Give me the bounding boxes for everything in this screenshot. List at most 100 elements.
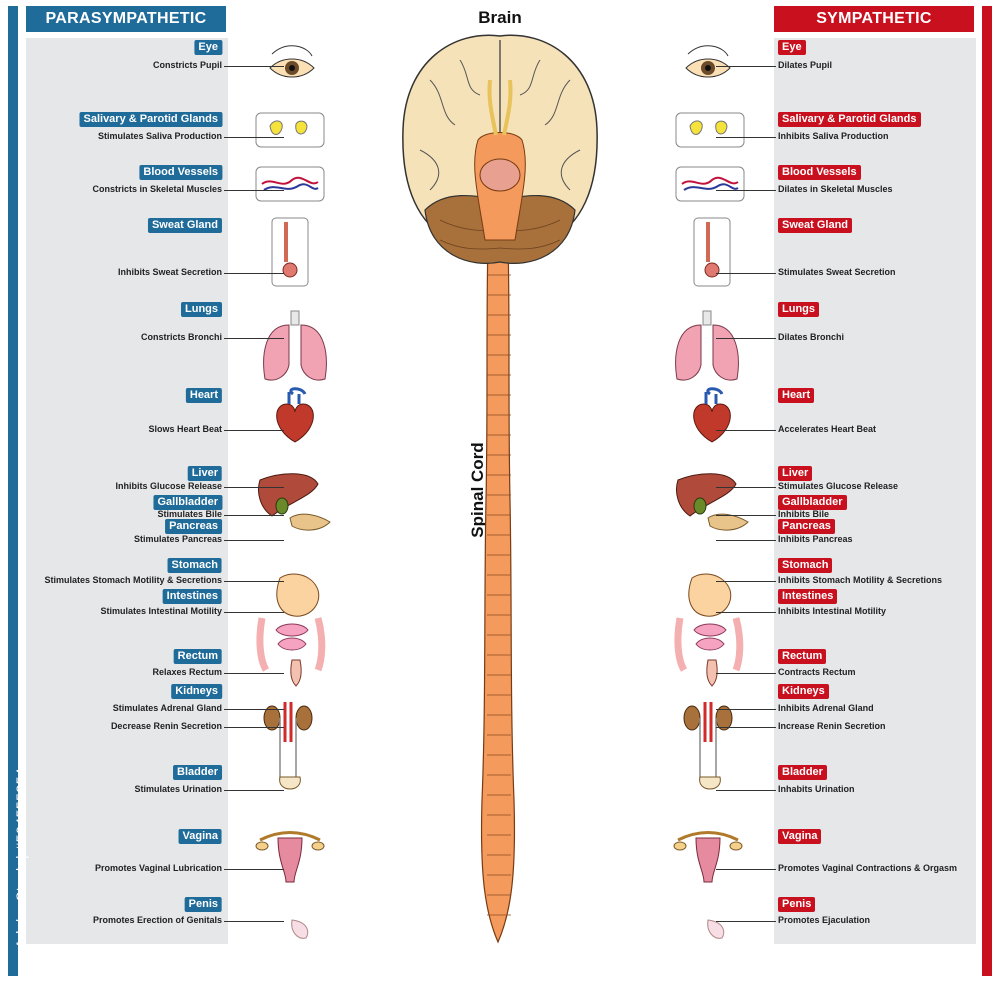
- sympathetic-effect-vagina: Promotes Vaginal Contractions & Orgasm: [778, 863, 958, 873]
- organ-label-parasympathetic-glands: Salivary & Parotid Glands: [79, 112, 222, 127]
- organ-label-sympathetic-vessels: Blood Vessels: [778, 165, 861, 180]
- lungs-icon: [675, 310, 739, 381]
- organ-label-sympathetic-pancreas: Pancreas: [778, 519, 835, 534]
- organ-label-sympathetic-rectum: Rectum: [778, 649, 827, 664]
- blood-vessels-icon: [675, 166, 745, 202]
- sympathetic-side-bar: [982, 6, 992, 976]
- sympathetic-effect-glands: Inhibits Saliva Production: [778, 131, 889, 141]
- leader-line: [716, 727, 776, 728]
- sympathetic-effect-bladder: Inhabits Urination: [778, 784, 855, 794]
- organ-label-sympathetic-kidneys: Kidneys: [778, 684, 829, 699]
- spinal-cord: [480, 239, 516, 944]
- organ-label-parasympathetic-vagina: Vagina: [178, 829, 222, 844]
- liver-icon: [258, 473, 331, 531]
- parasympathetic-effect-liver: Inhibits Glucose Release: [115, 481, 222, 491]
- brain-icon: [402, 34, 598, 264]
- leader-line: [224, 790, 284, 791]
- leader-line: [716, 709, 776, 710]
- stomach-icon: [688, 573, 732, 617]
- sympathetic-header: SYMPATHETIC: [774, 6, 974, 32]
- leader-line: [224, 137, 284, 138]
- leader-line: [716, 338, 776, 339]
- sympathetic-effect-kidneys: Inhibits Adrenal Gland: [778, 703, 874, 713]
- sympathetic-effect-rectum: Contracts Rectum: [778, 667, 856, 677]
- organ-label-sympathetic-gallbladder: Gallbladder: [778, 495, 847, 510]
- parasympathetic-effect-intestines: Stimulates Intestinal Motility: [100, 606, 222, 616]
- organ-label-parasympathetic-lungs: Lungs: [181, 302, 222, 317]
- salivary-gland-icon: [675, 112, 745, 148]
- leader-line: [224, 921, 284, 922]
- organ-label-parasympathetic-rectum: Rectum: [173, 649, 222, 664]
- organ-label-sympathetic-bladder: Bladder: [778, 765, 827, 780]
- leader-line: [716, 540, 776, 541]
- parasympathetic-side-bar: [8, 6, 18, 976]
- parasympathetic-effect-bladder: Stimulates Urination: [134, 784, 222, 794]
- leader-line: [224, 709, 284, 710]
- organ-label-parasympathetic-intestines: Intestines: [162, 589, 222, 604]
- parasympathetic-effect-rectum: Relaxes Rectum: [152, 667, 222, 677]
- bladder-icon: [279, 776, 301, 790]
- leader-line: [716, 612, 776, 613]
- sympathetic-panel: [774, 38, 976, 944]
- bladder-icon: [699, 776, 721, 790]
- intestines-icon: [256, 617, 326, 672]
- leader-line: [716, 487, 776, 488]
- parasympathetic-effect-heart: Slows Heart Beat: [148, 424, 222, 434]
- sweat-gland-icon: [693, 217, 731, 287]
- organ-label-parasympathetic-eye: Eye: [194, 40, 222, 55]
- kidneys-icon: [683, 702, 733, 780]
- sympathetic-effect-gallbladder: Inhibits Bile: [778, 509, 830, 519]
- leader-line: [224, 869, 284, 870]
- leader-line: [224, 273, 284, 274]
- leader-line: [224, 66, 284, 67]
- parasympathetic-effect-kidneys: Stimulates Adrenal Gland: [112, 703, 222, 713]
- parasympathetic-effect-eye: Constricts Pupil: [152, 60, 222, 70]
- sympathetic-effect-penis: Promotes Ejaculation: [778, 915, 871, 925]
- leader-line: [224, 487, 284, 488]
- parasympathetic-effect-vessels: Constricts in Skeletal Muscles: [92, 184, 222, 194]
- parasympathetic-effect-pancreas: Stimulates Pancreas: [133, 534, 222, 544]
- organ-label-sympathetic-heart: Heart: [778, 388, 815, 403]
- leader-line: [716, 790, 776, 791]
- heart-icon: [693, 387, 731, 443]
- sweat-gland-icon: [271, 217, 309, 287]
- leader-line: [716, 673, 776, 674]
- eye-icon: [269, 45, 315, 78]
- sympathetic-effect-sweat: Stimulates Sweat Secretion: [778, 267, 896, 277]
- parasympathetic-effect-gallbladder: Stimulates Bile: [157, 509, 222, 519]
- stomach-icon: [276, 573, 320, 617]
- organ-label-sympathetic-intestines: Intestines: [778, 589, 838, 604]
- organ-label-parasympathetic-sweat: Sweat Gland: [147, 218, 222, 233]
- organ-label-parasympathetic-kidneys: Kidneys: [171, 684, 222, 699]
- leader-line: [716, 273, 776, 274]
- eye-icon: [685, 45, 731, 78]
- leader-line: [716, 430, 776, 431]
- organ-label-sympathetic-glands: Salivary & Parotid Glands: [778, 112, 921, 127]
- blood-vessels-icon: [255, 166, 325, 202]
- sympathetic-effect-lungs: Dilates Bronchi: [778, 332, 845, 342]
- parasympathetic-effect-glands: Stimulates Saliva Production: [97, 131, 222, 141]
- salivary-gland-icon: [255, 112, 325, 148]
- sympathetic-effect-eye: Dilates Pupil: [778, 60, 833, 70]
- parasympathetic-effect-stomach: Stimulates Stomach Motility & Secretions: [44, 575, 222, 585]
- sympathetic-effect-vessels: Dilates in Skeletal Muscles: [778, 184, 893, 194]
- organ-label-sympathetic-lungs: Lungs: [778, 302, 819, 317]
- organ-label-sympathetic-vagina: Vagina: [778, 829, 822, 844]
- organ-label-sympathetic-stomach: Stomach: [778, 558, 833, 573]
- parasympathetic-effect-vagina: Promotes Vaginal Lubrication: [94, 863, 222, 873]
- organ-label-sympathetic-penis: Penis: [778, 897, 816, 912]
- organ-label-parasympathetic-bladder: Bladder: [173, 765, 222, 780]
- leader-line: [716, 581, 776, 582]
- leader-line: [224, 727, 284, 728]
- organ-label-parasympathetic-liver: Liver: [187, 466, 222, 481]
- organ-label-parasympathetic-pancreas: Pancreas: [165, 519, 222, 534]
- parasympathetic-effect-penis: Promotes Erection of Genitals: [92, 915, 222, 925]
- sympathetic-effect-intestines: Inhibits Intestinal Motility: [778, 606, 886, 616]
- organ-label-sympathetic-eye: Eye: [778, 40, 806, 55]
- uterus-icon: [673, 831, 743, 883]
- leader-line: [716, 869, 776, 870]
- liver-icon: [676, 473, 749, 531]
- leader-line: [716, 66, 776, 67]
- penis-icon: [707, 919, 725, 939]
- organ-label-parasympathetic-stomach: Stomach: [167, 558, 222, 573]
